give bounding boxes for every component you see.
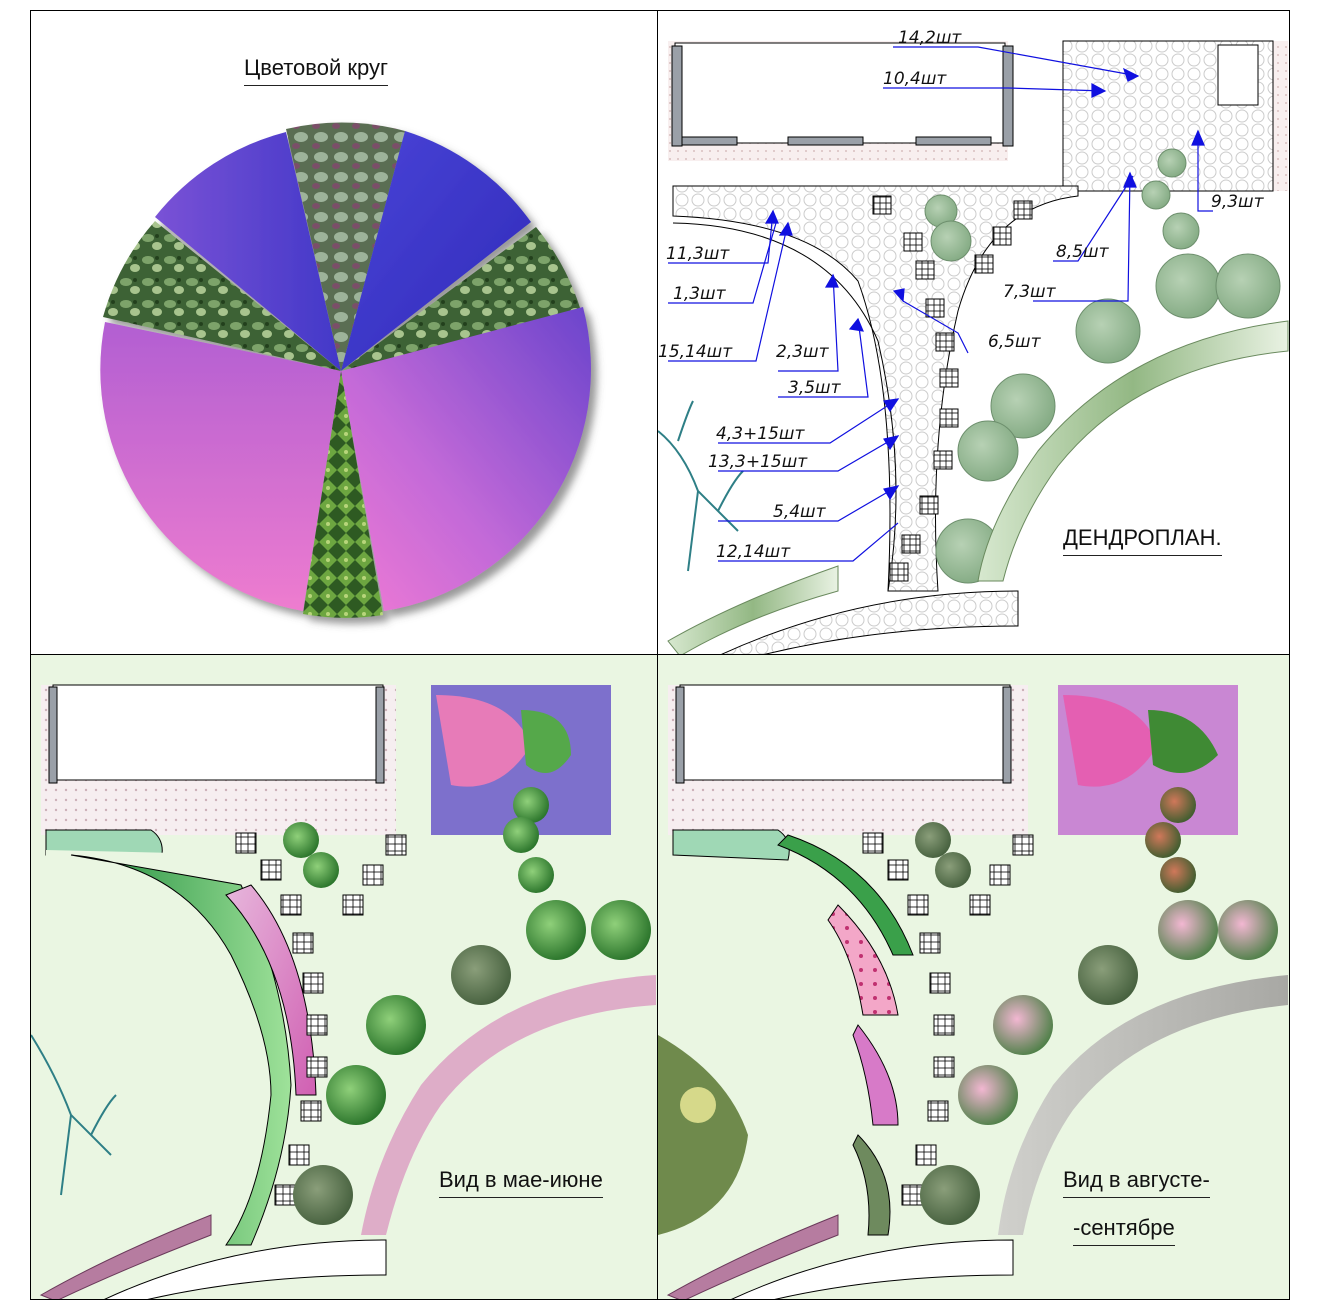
- wheel-sector-violet-right: [341, 307, 591, 611]
- label-4: 4,3+15шт: [716, 424, 805, 444]
- label-14: 14,2шт: [898, 28, 962, 48]
- label-9: 9,3шт: [1211, 192, 1265, 212]
- tree-outline-may: [31, 1034, 117, 1196]
- label-8: 8,5шт: [1056, 242, 1110, 262]
- wheel-sector-blue: [341, 131, 531, 371]
- flowering-shrubs-aug: [915, 787, 1278, 1225]
- label-2: 2,3шт: [776, 342, 830, 362]
- wheel-sector-violet: [155, 132, 341, 371]
- apple-tree-photo: [658, 1035, 748, 1235]
- wheel-sector-plant-left: [103, 221, 341, 371]
- wheel-sector-plant-bottom: [303, 371, 383, 618]
- color-wheel: [100, 122, 591, 618]
- may-june-title: Вид в мае-июне: [439, 1167, 603, 1198]
- may-june-drawing: [31, 684, 656, 1299]
- paving-tiles-aug: [862, 832, 1034, 1206]
- label-5: 5,4шт: [773, 502, 827, 522]
- wheel-sector-plant-top: [286, 122, 405, 371]
- may-june-panel: Вид в мае-июне: [30, 654, 658, 1300]
- label-11: 11,3шт: [666, 244, 730, 264]
- label-13: 13,3+15шт: [708, 452, 808, 472]
- aug-sep-drawing: [658, 684, 1288, 1299]
- label-7: 7,3шт: [1003, 282, 1057, 302]
- label-12: 12,14шт: [716, 542, 791, 562]
- dendroplan-panel: 14,2шт 10,4шт 11,3шт 1,3шт 15,14шт 2,3шт…: [657, 10, 1290, 655]
- paving-tiles-may: [235, 832, 407, 1206]
- label-leaders: [668, 46, 1213, 562]
- paving-tiles: [872, 195, 1033, 582]
- wheel-sector-plant-right: [341, 227, 581, 371]
- label-10: 10,4шт: [883, 69, 947, 89]
- color-wheel-panel: Цветовой круг: [30, 10, 658, 655]
- label-1: 1,3шт: [673, 284, 727, 304]
- label-6: 6,5шт: [988, 332, 1042, 352]
- label-15: 15,14шт: [658, 342, 733, 362]
- aug-sep-title-line2: -сентябре: [1073, 1215, 1175, 1246]
- dendroplan-title: ДЕНДРОПЛАН.: [1063, 525, 1222, 556]
- aug-sep-title: Вид в августе-: [1063, 1167, 1210, 1198]
- tree-outline: [658, 400, 744, 572]
- label-3: 3,5шт: [788, 378, 842, 398]
- flowering-shrubs-may: [283, 787, 651, 1225]
- plant-labels: 14,2шт 10,4шт 11,3шт 1,3шт 15,14шт 2,3шт…: [658, 28, 1265, 562]
- wheel-title: Цветовой круг: [244, 55, 388, 86]
- wheel-sector-pink: [100, 322, 341, 611]
- aug-sep-panel: Вид в августе- -сентябре: [657, 654, 1290, 1300]
- dendroplan-drawing: 14,2шт 10,4шт 11,3шт 1,3шт 15,14шт 2,3шт…: [658, 28, 1289, 654]
